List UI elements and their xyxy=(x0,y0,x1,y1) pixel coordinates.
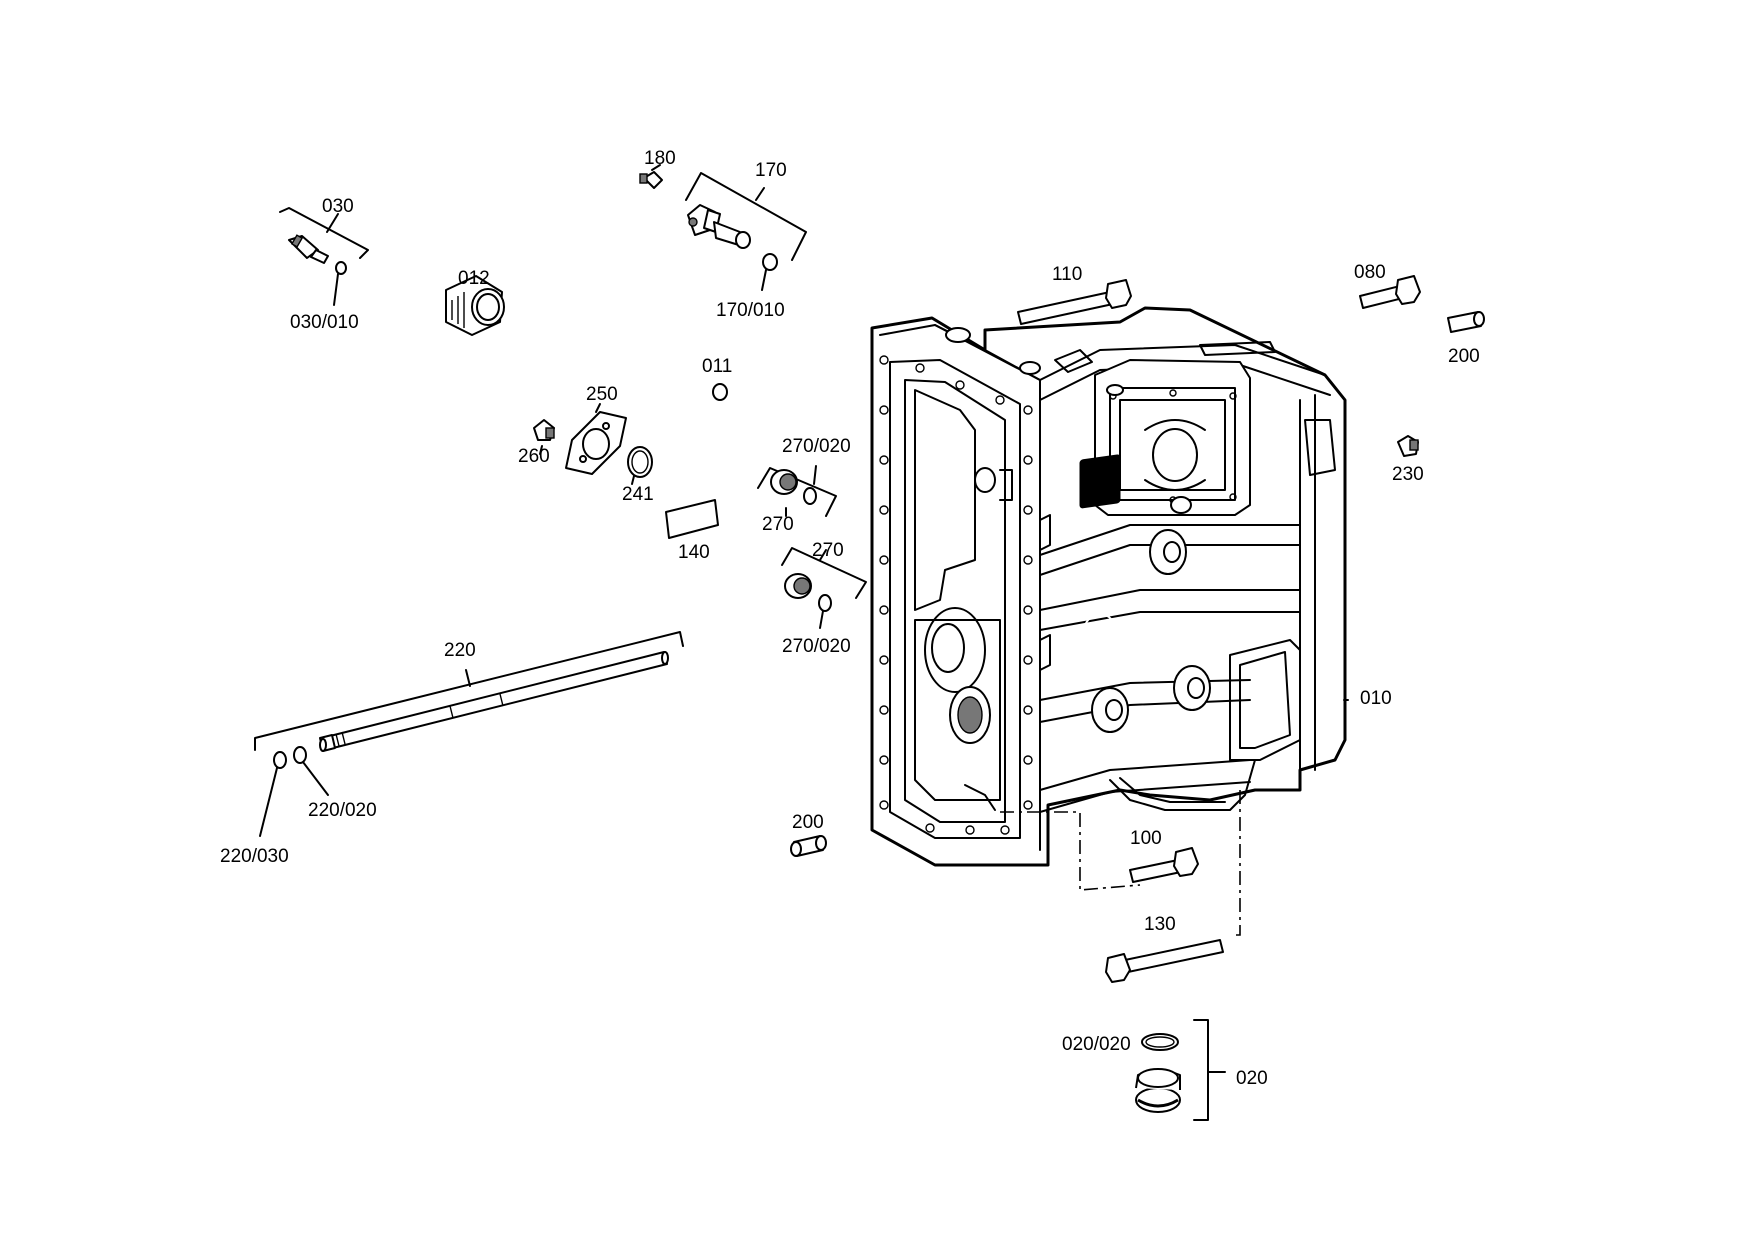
label-130: 130 xyxy=(1144,914,1176,935)
hex-bolt-130 xyxy=(1105,939,1224,983)
label-250: 250 xyxy=(586,384,618,405)
o-ring-220-020 xyxy=(293,746,307,764)
label-220-030: 220/030 xyxy=(220,846,289,867)
label-030: 030 xyxy=(322,196,354,217)
label-011: 011 xyxy=(702,356,732,377)
sealing-ring-030-010 xyxy=(335,261,347,275)
label-080: 080 xyxy=(1354,262,1386,283)
o-ring-170-010 xyxy=(762,253,778,271)
label-030-010: 030/010 xyxy=(290,312,359,333)
label-020-020: 020/020 xyxy=(1062,1034,1131,1055)
label-100: 100 xyxy=(1130,828,1162,849)
label-220: 220 xyxy=(444,640,476,661)
temperature-sensor-030 xyxy=(288,234,329,264)
label-200-a: 200 xyxy=(1448,346,1480,367)
label-230: 230 xyxy=(1392,464,1424,485)
label-270-020-b: 270/020 xyxy=(782,636,851,657)
label-200-b: 200 xyxy=(792,812,824,833)
screw-plug-012 xyxy=(445,275,505,336)
label-110: 110 xyxy=(1052,264,1082,285)
label-010: 010 xyxy=(1360,688,1392,709)
hex-bolt-110 xyxy=(1017,279,1132,325)
label-270-020-a: 270/020 xyxy=(782,436,851,457)
o-ring-011 xyxy=(712,383,728,401)
screw-plug-230 xyxy=(1397,435,1419,457)
o-ring-270-020-b xyxy=(818,594,832,612)
hex-bolt-100 xyxy=(1129,847,1199,883)
label-220-020: 220/020 xyxy=(308,800,377,821)
label-170: 170 xyxy=(755,160,787,181)
cylindrical-pin-200-b xyxy=(790,835,827,857)
label-260: 260 xyxy=(518,446,550,467)
screw-plug-260 xyxy=(533,419,555,441)
label-012: 012 xyxy=(458,268,490,289)
cylindrical-pin-200-a xyxy=(1447,311,1485,333)
label-170-010: 170/010 xyxy=(716,300,785,321)
breather-170 xyxy=(687,204,751,249)
label-270-b: 270 xyxy=(812,540,844,561)
screw-plug-270-a xyxy=(770,469,798,495)
screw-plug-180 xyxy=(639,171,663,189)
label-180: 180 xyxy=(644,148,676,169)
type-plate-140 xyxy=(665,499,719,539)
cover-250 xyxy=(565,411,627,475)
label-241: 241 xyxy=(622,484,654,505)
screw-plug-270-b xyxy=(784,573,812,599)
o-ring-220-030 xyxy=(273,751,287,769)
label-140: 140 xyxy=(678,542,710,563)
hex-bolt-080 xyxy=(1359,275,1421,309)
o-ring-270-020-a xyxy=(803,487,817,505)
shift-rod-220 xyxy=(319,651,669,752)
label-270-a: 270 xyxy=(762,514,794,535)
screw-plug-020 xyxy=(1135,1068,1181,1113)
gearbox-housing xyxy=(870,306,1347,867)
label-020: 020 xyxy=(1236,1068,1268,1089)
